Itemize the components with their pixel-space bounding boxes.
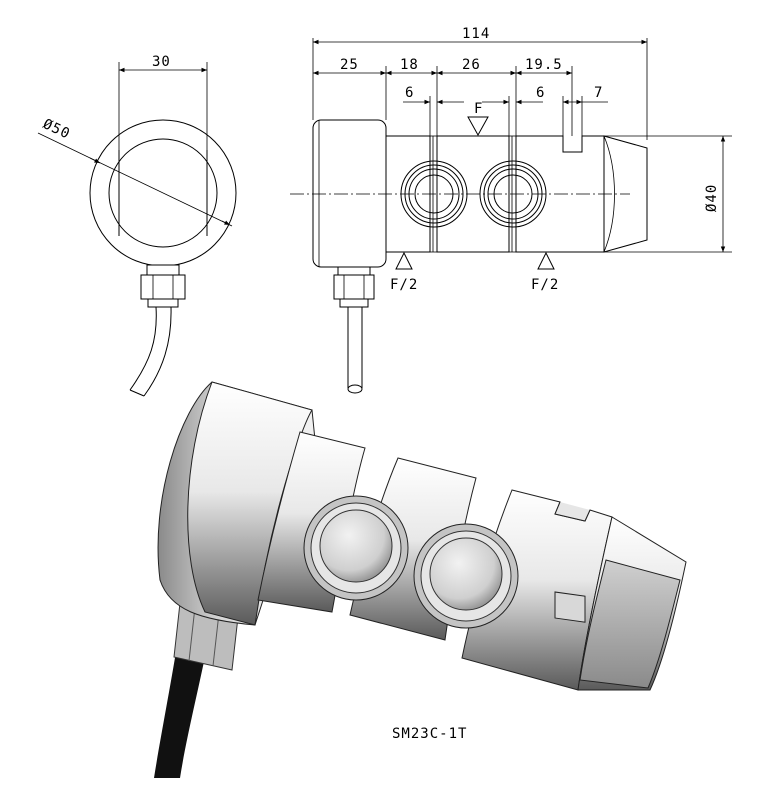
pin-3d-left <box>303 495 409 601</box>
pin-3d-right <box>413 523 519 629</box>
force-label-left: F/2 <box>390 277 418 293</box>
render-3d <box>154 381 687 778</box>
support-marker-left <box>395 251 413 270</box>
dim-groove-1: 6 <box>405 85 414 101</box>
dim-groove-2: 6 <box>536 85 545 101</box>
dim-seg-4: 19.5 <box>525 57 563 73</box>
model-label: SM23C-1T <box>392 726 467 742</box>
dim-seg-1: 25 <box>340 57 359 73</box>
force-arrow-top <box>467 116 489 137</box>
side-view: 114 25 18 26 19.5 6 6 7 <box>290 26 732 394</box>
force-label-right: F/2 <box>531 277 559 293</box>
end-view: 30 Ø50 <box>37 54 237 397</box>
dim-diameter-outer: Ø50 <box>40 116 72 142</box>
cable-3d <box>154 640 206 778</box>
dim-diameter-body: Ø40 <box>704 184 720 212</box>
dim-seg-3: 26 <box>462 57 481 73</box>
support-marker-right <box>537 251 555 270</box>
force-label-top: F <box>474 101 483 117</box>
dim-seg-2: 18 <box>400 57 419 73</box>
dim-side-width: 30 <box>152 54 171 70</box>
dim-total-length: 114 <box>462 26 490 42</box>
dim-slot: 7 <box>594 85 603 101</box>
